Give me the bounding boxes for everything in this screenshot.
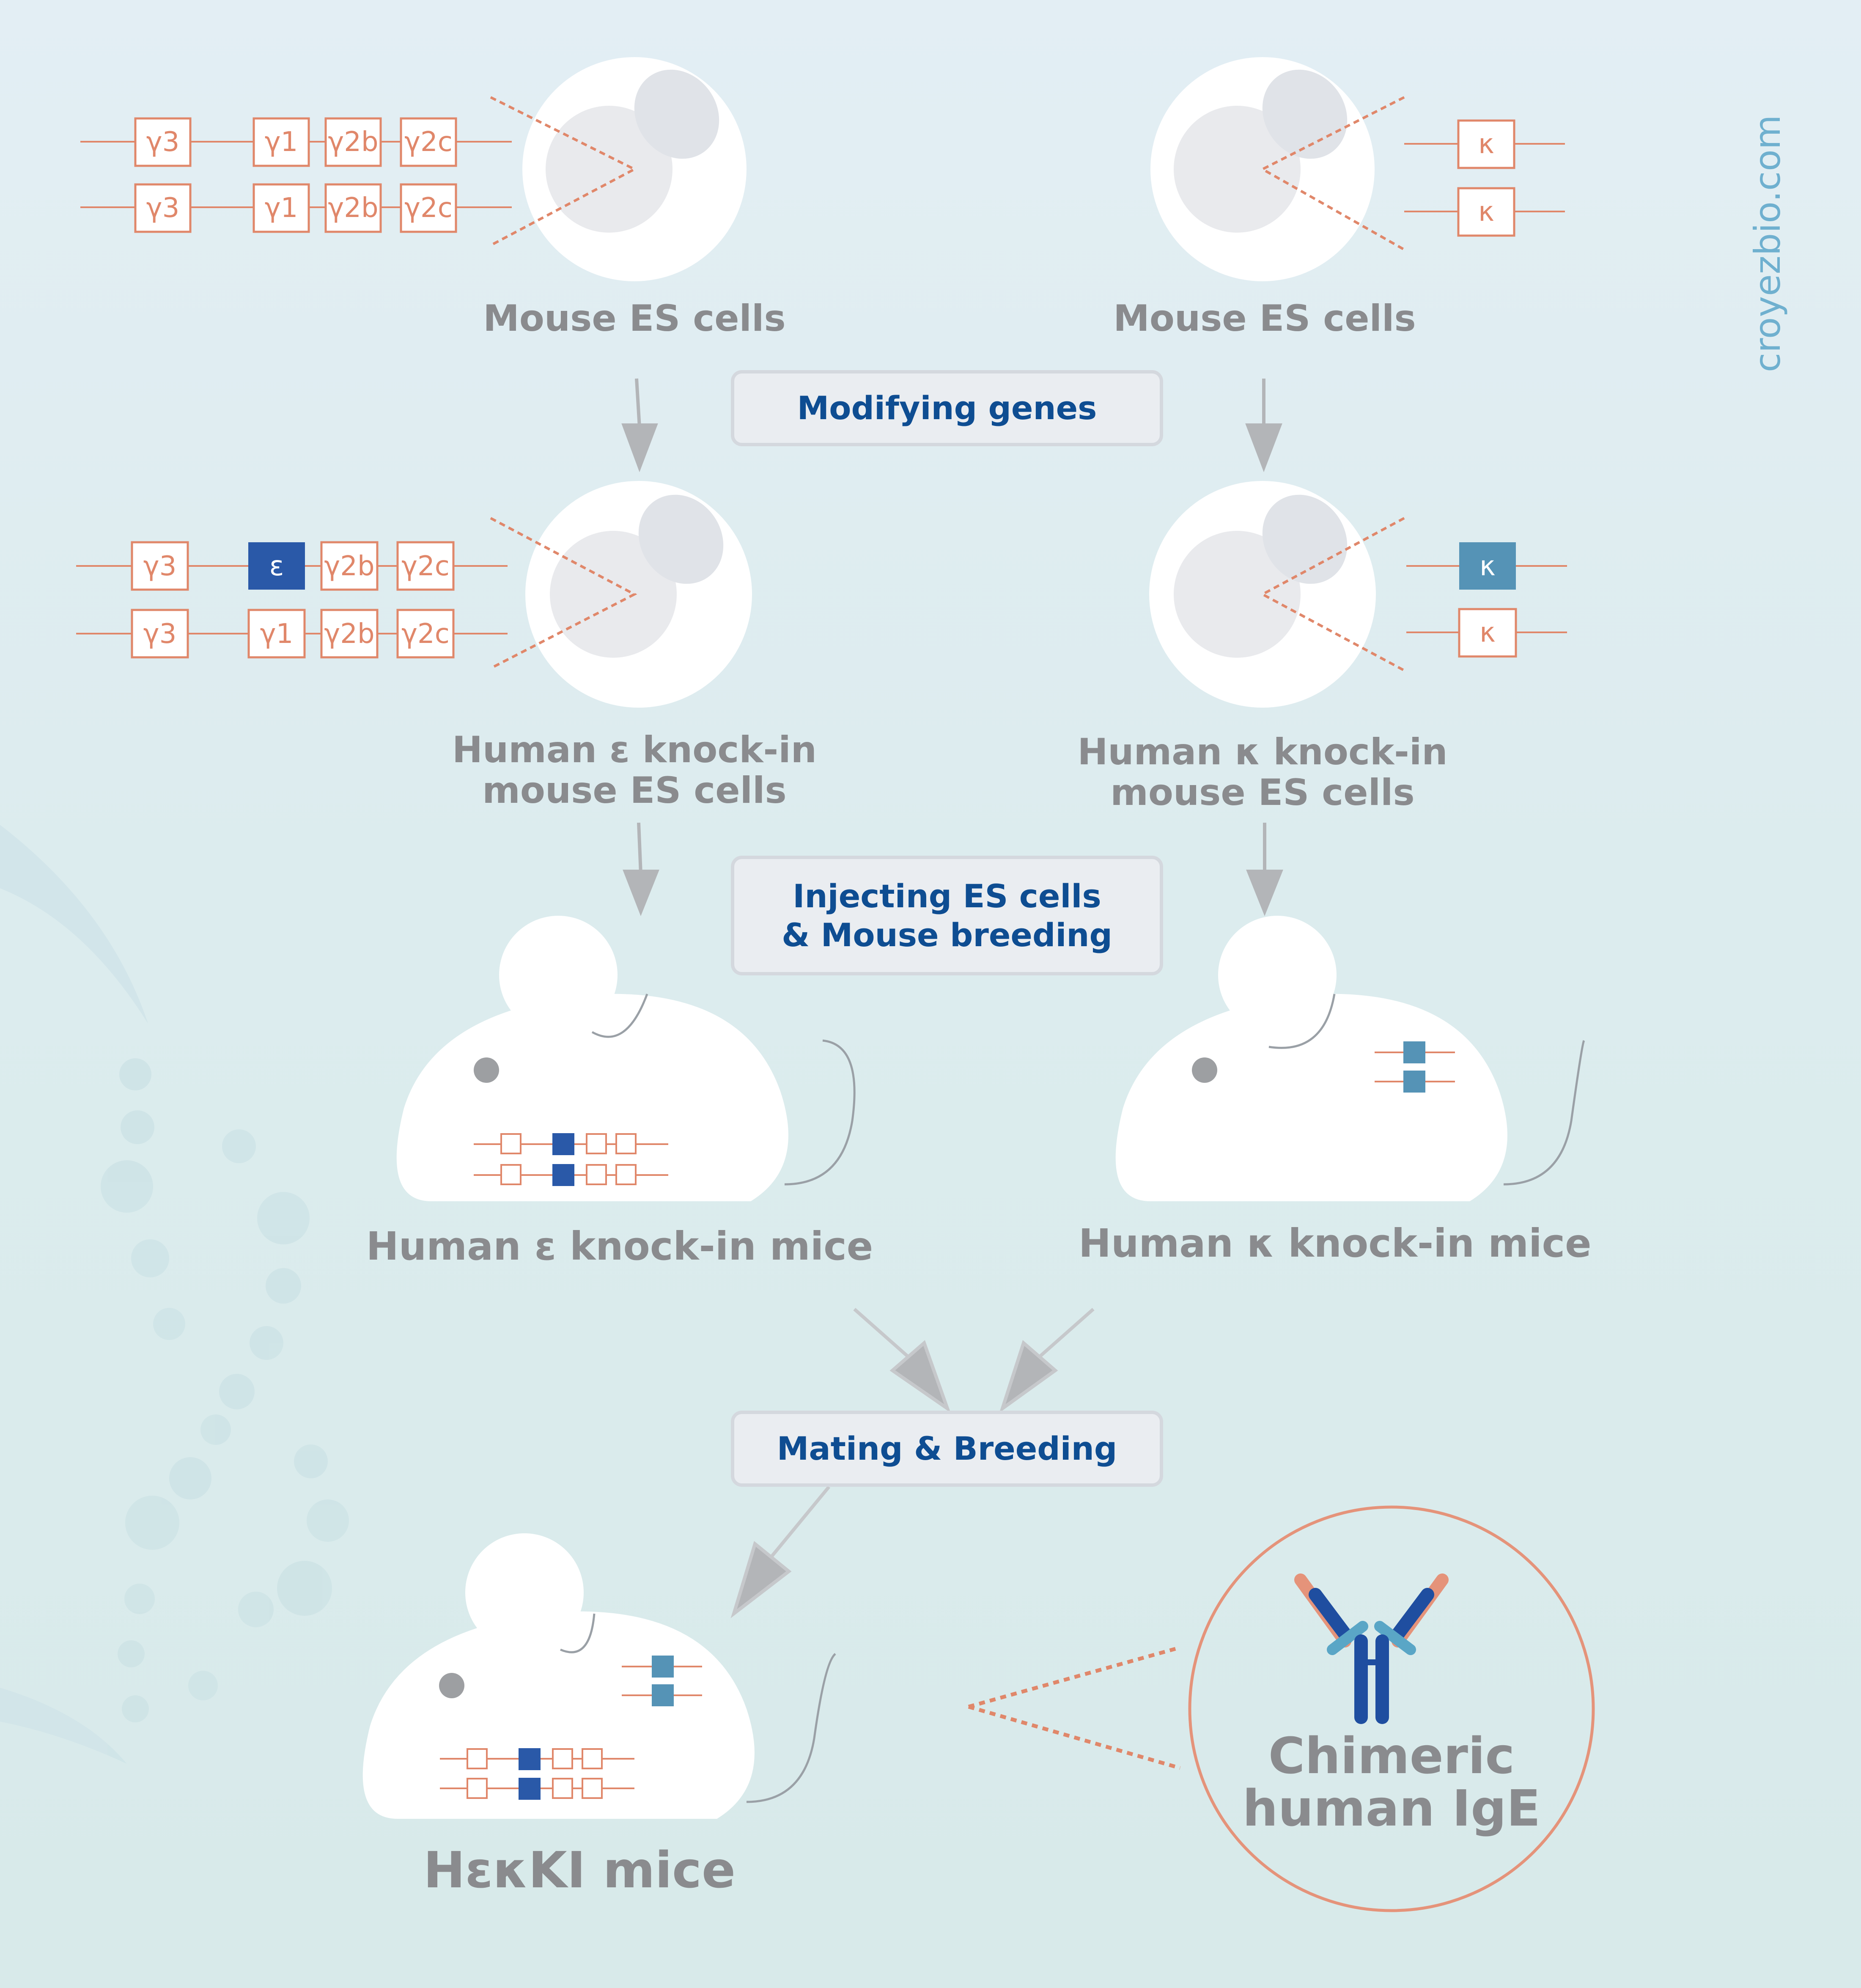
ki-cell-right: [1149, 481, 1405, 708]
gene-kappa: κ: [1479, 617, 1496, 648]
label-chimeric-ige-line2: human IgE: [1242, 1779, 1541, 1837]
label-ki-epsilon-line1: Human ε knock-in: [452, 729, 817, 771]
ki-cell-left: [490, 481, 752, 708]
arrows-row2: [623, 822, 1283, 916]
mouse-kappa: [1115, 916, 1585, 1201]
gene-g2b: γ2b: [328, 192, 378, 224]
gene-g2b: γ2b: [324, 551, 374, 582]
ige-callout-circle: [1188, 1505, 1595, 1912]
label-hekki-mice: HεκKI mice: [423, 1841, 736, 1899]
gene-epsilon: ε: [269, 551, 284, 582]
antibody-icon: [1294, 1573, 1449, 1724]
gene-boxes-left-row1: [134, 117, 457, 233]
label-es-right: Mouse ES cells: [1113, 297, 1416, 340]
label-chimeric-ige: Chimeric human IgE: [1222, 1730, 1561, 1835]
gene-g2c: γ2c: [404, 126, 453, 158]
label-ki-kappa-line1: Human κ knock-in: [1077, 731, 1448, 773]
label-ki-kappa: Human κ knock-in mouse ES cells: [1051, 732, 1474, 813]
mouse-epsilon: [396, 916, 856, 1201]
background-decoration: [0, 825, 349, 1764]
gene-g1: γ1: [265, 192, 298, 224]
step-injecting-breeding: Injecting ES cells & Mouse breeding: [731, 856, 1163, 975]
label-ki-epsilon-line2: mouse ES cells: [482, 769, 787, 812]
arrows-row1: [621, 378, 1282, 472]
gene-g3: γ3: [143, 618, 177, 650]
es-cell-right: [1150, 57, 1405, 281]
kappa-boxes-row1: [1457, 119, 1515, 237]
watermark-croyezbio: croyezbio.com: [1747, 115, 1788, 372]
step-modifying-genes-text: Modifying genes: [797, 389, 1097, 427]
gene-g2b: γ2b: [324, 618, 374, 650]
kappa-knockin-box: [1459, 542, 1516, 590]
gene-g3: γ3: [143, 551, 177, 582]
gene-g1: γ1: [260, 618, 294, 650]
gene-kappa: κ: [1478, 196, 1494, 228]
gene-kappa: κ: [1478, 129, 1494, 160]
step-modifying-genes: Modifying genes: [731, 370, 1163, 446]
es-cell-left: [490, 57, 747, 281]
gene-kappa-human: κ: [1479, 551, 1496, 582]
gene-boxes-left-row2: [131, 541, 455, 659]
step-mating-breeding-text: Mating & Breeding: [777, 1430, 1117, 1468]
label-ki-epsilon: Human ε knock-in mouse ES cells: [423, 730, 846, 811]
gene-g2c: γ2c: [401, 618, 450, 650]
arrows-converge: [853, 1308, 1095, 1413]
label-es-left: Mouse ES cells: [483, 297, 786, 340]
label-chimeric-ige-line1: Chimeric: [1268, 1727, 1515, 1785]
label-mice-kappa: Human κ knock-in mice: [1079, 1221, 1592, 1266]
step-mating-breeding: Mating & Breeding: [731, 1411, 1163, 1487]
gene-g2b: γ2b: [328, 126, 378, 158]
label-ki-kappa-line2: mouse ES cells: [1110, 772, 1415, 814]
gene-g2c: γ2c: [404, 192, 453, 224]
kappa-box: [1458, 608, 1517, 658]
callout-lines: [968, 1645, 1181, 1770]
gene-g2c: γ2c: [401, 551, 450, 582]
step-injecting-line1: Injecting ES cells: [793, 877, 1101, 915]
gene-g3: γ3: [146, 192, 180, 224]
gene-g3: γ3: [146, 126, 180, 158]
mouse-hekki: [362, 1533, 836, 1819]
label-mice-epsilon: Human ε knock-in mice: [366, 1224, 873, 1269]
step-injecting-line2: & Mouse breeding: [782, 916, 1112, 954]
epsilon-knockin-box: [248, 542, 305, 590]
arrow-to-hekki: [730, 1486, 831, 1618]
gene-g1: γ1: [265, 126, 298, 158]
